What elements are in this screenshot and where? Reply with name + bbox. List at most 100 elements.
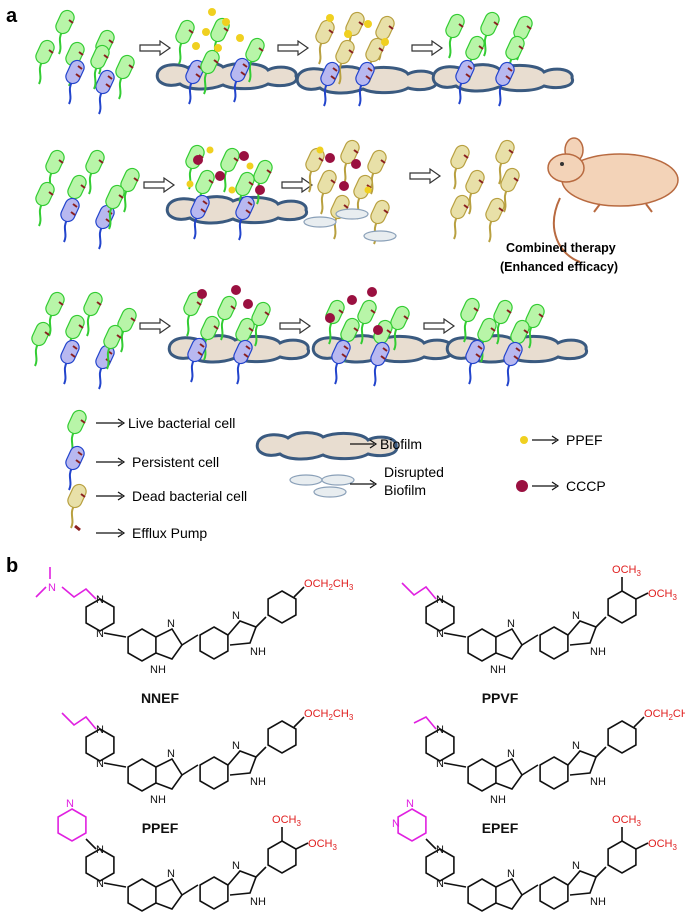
arrow-r2-1 bbox=[143, 177, 175, 193]
methoxy-label-1: OCH3 bbox=[612, 564, 641, 578]
legend-efflux-label: Efflux Pump bbox=[132, 525, 207, 541]
imidazole2-n: N bbox=[572, 610, 580, 622]
imidazole2-nh: NH bbox=[590, 776, 606, 788]
compound-name-epef: EPEF bbox=[482, 820, 519, 836]
row3-biofilm-persist bbox=[311, 287, 455, 387]
arrow-r3-2 bbox=[279, 318, 311, 334]
arrow-r1-3 bbox=[411, 40, 443, 56]
imidazole2-nh: NH bbox=[250, 896, 266, 908]
row3-regrown bbox=[445, 295, 589, 387]
imidazole2-n: N bbox=[572, 740, 580, 752]
legend-ppef-label: PPEF bbox=[566, 432, 603, 448]
imidazole2-n: N bbox=[232, 610, 240, 622]
enhanced-efficacy-label: (Enhanced efficacy) bbox=[500, 260, 618, 274]
legend-biofilm-icon bbox=[255, 431, 399, 461]
piperazine-n1: N bbox=[96, 844, 104, 856]
methoxy-label-1: OCH3 bbox=[612, 814, 641, 828]
arrow-r3-1 bbox=[139, 318, 171, 334]
ethoxy-label: OCH2CH3 bbox=[304, 708, 354, 722]
aryl-n1: N bbox=[66, 798, 74, 810]
row2-initial-cells bbox=[32, 147, 143, 250]
imidazole-nh: NH bbox=[150, 664, 166, 676]
legend-persistent-icon bbox=[62, 443, 88, 491]
legend-disrupted-label-1: Disrupted bbox=[384, 464, 444, 480]
imidazole2-nh: NH bbox=[590, 646, 606, 658]
row1-dead-cells bbox=[295, 9, 439, 107]
combined-therapy-label: Combined therapy bbox=[506, 241, 616, 255]
imidazole-n: N bbox=[167, 868, 175, 880]
legend-disrupted-label-2: Biofilm bbox=[384, 482, 426, 498]
row1-biofilm-ppef bbox=[155, 8, 299, 105]
panel-b-label: b bbox=[6, 555, 18, 577]
row1-initial-cells bbox=[32, 7, 138, 115]
row2-disrupted bbox=[302, 137, 397, 245]
mouse-illustration bbox=[547, 137, 679, 263]
legend: Live bacterial cell Persistent cell Dead… bbox=[62, 407, 606, 541]
imidazole2-n: N bbox=[572, 860, 580, 872]
piperazine-n2: N bbox=[96, 628, 104, 640]
arrow-r3-3 bbox=[423, 318, 455, 334]
imidazole-n: N bbox=[167, 748, 175, 760]
arrow-r1-1 bbox=[139, 40, 171, 56]
legend-cccp-icon bbox=[516, 480, 528, 492]
compound-name-ppef: PPEF bbox=[142, 820, 179, 836]
dimethylamino-n: N bbox=[48, 582, 56, 594]
piperazine-n1: N bbox=[96, 594, 104, 606]
piperazine-n2: N bbox=[436, 628, 444, 640]
imidazole2-nh: NH bbox=[590, 896, 606, 908]
row2-dead-cells bbox=[447, 137, 523, 243]
imidazole-n: N bbox=[507, 868, 515, 880]
arrow-r2-3 bbox=[409, 168, 441, 184]
imidazole-nh: NH bbox=[490, 794, 506, 806]
legend-cccp-label: CCCP bbox=[566, 478, 606, 494]
methoxy-label-1: OCH3 bbox=[272, 814, 301, 828]
structure-pyrvf: NNNNHNNHOCH3OCH3NPYRVF bbox=[57, 798, 337, 912]
row1-regrown-biofilm bbox=[431, 9, 575, 107]
compound-name-nnef: NNEF bbox=[141, 690, 180, 706]
legend-live-label: Live bacterial cell bbox=[128, 415, 235, 431]
panel-a-label: a bbox=[6, 5, 18, 27]
ethoxy-label: OCH2CH3 bbox=[644, 708, 685, 722]
imidazole-n: N bbox=[507, 618, 515, 630]
piperazine-n1: N bbox=[436, 724, 444, 736]
imidazole-nh: NH bbox=[150, 794, 166, 806]
piperazine-n2: N bbox=[436, 758, 444, 770]
arrow-r1-2 bbox=[277, 40, 309, 56]
legend-dead-label: Dead bacterial cell bbox=[132, 488, 247, 504]
imidazole-n: N bbox=[507, 748, 515, 760]
piperazine-n2: N bbox=[436, 878, 444, 890]
piperazine-n1: N bbox=[436, 594, 444, 606]
imidazole2-n: N bbox=[232, 740, 240, 752]
methoxy-label-2: OCH3 bbox=[648, 588, 677, 602]
imidazole2-n: N bbox=[232, 860, 240, 872]
ethoxy-label: OCH2CH3 bbox=[304, 578, 354, 592]
structure-epef: N N N NH N NH OCH2CH3EPEF bbox=[413, 708, 685, 836]
row3-biofilm-cccp bbox=[167, 285, 311, 385]
compound-name-ppvf: PPVF bbox=[482, 690, 519, 706]
imidazole-nh: NH bbox=[490, 664, 506, 676]
arrow-r2-2 bbox=[281, 177, 313, 193]
legend-biofilm-label: Biofilm bbox=[380, 436, 422, 452]
imidazole2-nh: NH bbox=[250, 646, 266, 658]
imidazole2-nh: NH bbox=[250, 776, 266, 788]
piperazine-n1: N bbox=[96, 724, 104, 736]
piperazine-n2: N bbox=[96, 878, 104, 890]
aryl-n1: N bbox=[406, 798, 414, 810]
structures: NNNNHNNHOCH2CH3NNNEFNNNNHNNHOCH3OCH3PPVF… bbox=[35, 564, 685, 912]
piperazine-n2: N bbox=[96, 758, 104, 770]
row2-biofilm-combo bbox=[165, 142, 309, 241]
structure-pymvf: NNNNHNNHOCH3OCH3NNPYMVF bbox=[392, 798, 677, 912]
legend-ppef-icon bbox=[520, 436, 528, 444]
imidazole-n: N bbox=[167, 618, 175, 630]
row3-initial-cells bbox=[28, 289, 140, 390]
piperazine-n1: N bbox=[436, 844, 444, 856]
aryl-n2: N bbox=[392, 818, 400, 830]
methoxy-label-2: OCH3 bbox=[308, 838, 337, 852]
legend-efflux-icon bbox=[74, 524, 81, 532]
methoxy-label-2: OCH3 bbox=[648, 838, 677, 852]
legend-persistent-label: Persistent cell bbox=[132, 454, 219, 470]
